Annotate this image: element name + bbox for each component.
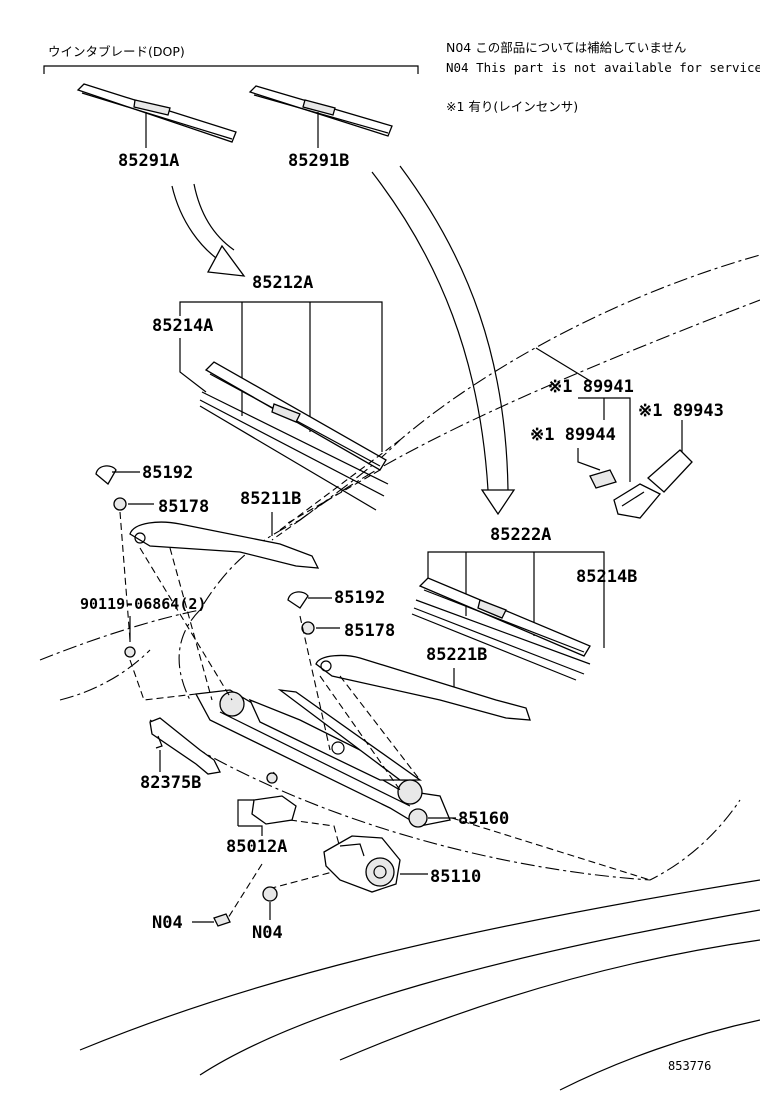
bracket-85012A-icon: [251, 771, 297, 825]
label-85211B: 85211B: [240, 489, 301, 509]
sensor-pad-89944-icon: [589, 469, 617, 489]
bolt-90119-icon: [124, 646, 136, 658]
label-85192-left: 85192: [142, 463, 193, 483]
arrow-left-icon: [171, 183, 246, 277]
label-85160: 85160: [458, 809, 509, 829]
note-jp: N04 この部品については補給していません: [446, 40, 686, 55]
label-89944: ※1 89944: [530, 425, 616, 445]
wiper-linkage-icon: [194, 689, 451, 827]
note-en: N04 This part is not available for servi…: [446, 60, 760, 75]
blade-assembly-85222A-icon: [411, 577, 591, 681]
blade-85291A-icon: [76, 83, 237, 143]
cap-85192-right-icon: [287, 591, 309, 609]
wiper-arm-85221B-icon: [315, 654, 531, 721]
label-85221B: 85221B: [426, 645, 487, 665]
sensor-note: ※1 有り(レインセンサ): [446, 99, 578, 114]
rain-sensor-89941-icon: [613, 483, 662, 519]
label-89941: ※1 89941: [548, 377, 634, 397]
label-85178-right: 85178: [344, 621, 395, 641]
blade-group-label: ウインタブレード(DOP): [48, 44, 185, 59]
label-85178-left: 85178: [158, 497, 209, 517]
diagram-ref-number: 853776: [668, 1059, 711, 1073]
nut-85178-right-icon: [301, 621, 315, 635]
motor-85110-icon: [323, 835, 401, 893]
wiper-arm-85211B-icon: [129, 521, 320, 569]
label-85214B: 85214B: [576, 567, 637, 587]
bolt-n04-right-icon: [262, 886, 278, 902]
label-82375B: 82375B: [140, 773, 201, 793]
nut-85178-icon: [113, 497, 127, 511]
arrow-right-icon: [371, 165, 516, 516]
bracket-85212A: [179, 301, 383, 452]
label-n04-right: N04: [252, 923, 283, 943]
hose-82375B-icon: [149, 717, 221, 775]
bracket-85222A: [427, 551, 605, 648]
grommet-85160-icon: [408, 808, 428, 828]
label-85291B: 85291B: [288, 151, 349, 171]
label-85291A: 85291A: [118, 151, 179, 171]
sensor-cover-89943-icon: [647, 449, 693, 493]
label-85110: 85110: [430, 867, 481, 887]
label-85222A: 85222A: [490, 525, 551, 545]
label-n04-left: N04: [152, 913, 183, 933]
label-85012A: 85012A: [226, 837, 287, 857]
blade-group-bracket: [43, 65, 419, 74]
assembly-guide-lines: [119, 439, 651, 919]
label-90119-06864: 90119-06864(2): [80, 595, 206, 613]
label-85214A: 85214A: [152, 316, 213, 336]
leader-89941-top: [535, 347, 593, 383]
blade-assembly-85212A-icon: [199, 361, 389, 511]
blade-85291B-icon: [248, 85, 393, 137]
label-89943: ※1 89943: [638, 401, 724, 421]
cap-85192-icon: [95, 465, 117, 485]
label-85192-right: 85192: [334, 588, 385, 608]
label-85212A: 85212A: [252, 273, 313, 293]
bolt-n04-left-icon: [213, 913, 231, 927]
vehicle-body-outline: [39, 254, 760, 1091]
